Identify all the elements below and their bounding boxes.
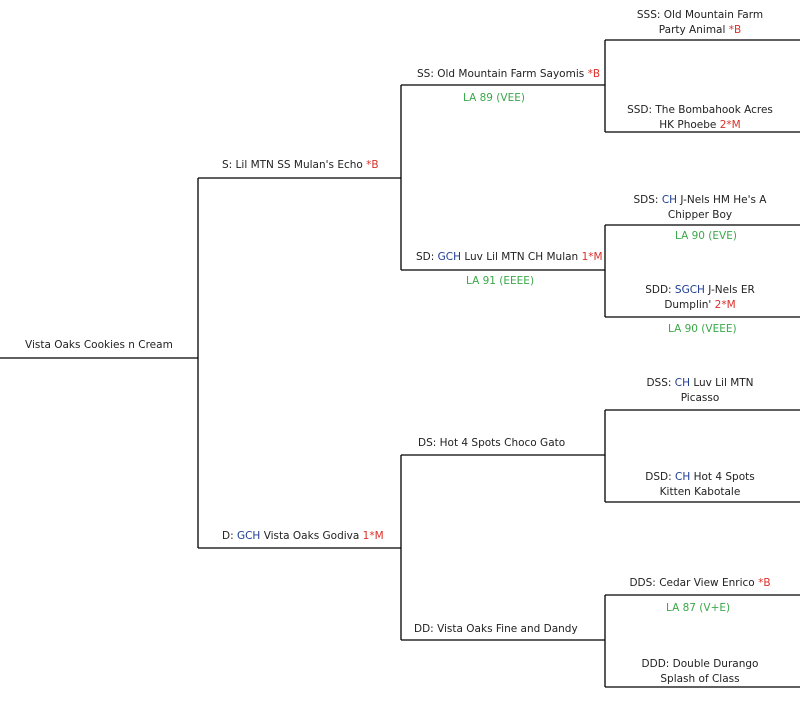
dd-prefix: DD:	[414, 623, 434, 635]
ss-prefix: SS:	[417, 68, 434, 80]
dds-line1: Cedar View Enrico	[659, 577, 755, 589]
ssd-line1: The Bombahook Acres	[655, 104, 773, 116]
sire-mark: *B	[366, 159, 379, 171]
dss-line2: Picasso	[680, 392, 720, 404]
dds-la-score: LA 87 (V+E)	[666, 602, 731, 614]
dss-title: CH	[674, 377, 690, 389]
sss-entry: SSS: Old Mountain Farm Party Animal *B	[605, 8, 795, 38]
ss-entry: SS: Old Mountain Farm Sayomis *B	[417, 67, 600, 82]
dss-prefix: DSS:	[646, 377, 672, 389]
sdd-line2: Dumplin'	[664, 299, 712, 311]
sdd-title: SGCH	[674, 284, 705, 296]
sdd-prefix: SDD:	[645, 284, 672, 296]
dam-entry: D: GCH Vista Oaks Godiva 1*M	[222, 529, 384, 544]
sds-line2: Chipper Boy	[667, 209, 733, 221]
ss-name: Old Mountain Farm Sayomis	[437, 68, 585, 80]
dam-prefix: D:	[222, 530, 234, 542]
sdd-line1: J-Nels ER	[708, 284, 755, 296]
ds-entry: DS: Hot 4 Spots Choco Gato	[418, 436, 565, 451]
ddd-line1: Double Durango	[672, 658, 759, 670]
sd-mark: 1*M	[581, 251, 603, 263]
ss-mark: *B	[587, 68, 601, 80]
root-name: Vista Oaks Cookies n Cream	[25, 339, 173, 351]
dds-prefix: DDS:	[629, 577, 656, 589]
dsd-line2: Kitten Kabotale	[659, 486, 741, 498]
dsd-line1: Hot 4 Spots	[693, 471, 755, 483]
ssd-prefix: SSD:	[627, 104, 653, 116]
ssd-entry: SSD: The Bombahook Acres HK Phoebe 2*M	[605, 103, 795, 133]
dds-mark: *B	[758, 577, 771, 589]
ssd-mark: 2*M	[719, 119, 741, 131]
sds-entry: SDS: CH J-Nels HM He's A Chipper Boy	[605, 193, 795, 223]
dsd-entry: DSD: CH Hot 4 Spots Kitten Kabotale	[605, 470, 795, 500]
sss-prefix: SSS:	[636, 9, 661, 21]
ss-la-score: LA 89 (VEE)	[463, 92, 525, 104]
sds-prefix: SDS:	[633, 194, 659, 206]
sd-entry: SD: GCH Luv Lil MTN CH Mulan 1*M	[416, 250, 603, 265]
sss-mark: *B	[728, 24, 742, 36]
dd-name: Vista Oaks Fine and Dandy	[437, 623, 578, 635]
ds-name: Hot 4 Spots Choco Gato	[439, 437, 566, 449]
ddd-entry: DDD: Double Durango Splash of Class	[605, 657, 795, 687]
dsd-prefix: DSD:	[645, 471, 672, 483]
sds-title: CH	[661, 194, 678, 206]
sss-line1: Old Mountain Farm	[663, 9, 764, 21]
sds-la-score: LA 90 (EVE)	[675, 230, 737, 242]
dam-name: Vista Oaks Godiva	[263, 530, 360, 542]
sd-prefix: SD:	[416, 251, 435, 263]
sdd-mark: 2*M	[714, 299, 736, 311]
dam-mark: 1*M	[362, 530, 384, 542]
ddd-line2: Splash of Class	[660, 673, 740, 685]
sd-title: GCH	[437, 251, 462, 263]
sdd-la-score: LA 90 (VEEE)	[668, 323, 737, 335]
ds-prefix: DS:	[418, 437, 437, 449]
dss-entry: DSS: CH Luv Lil MTN Picasso	[605, 376, 795, 406]
sire-name: Lil MTN SS Mulan's Echo	[235, 159, 363, 171]
dss-line1: Luv Lil MTN	[693, 377, 754, 389]
ddd-prefix: DDD:	[641, 658, 670, 670]
dds-entry: DDS: Cedar View Enrico *B	[605, 576, 795, 591]
ssd-line2: HK Phoebe	[659, 119, 717, 131]
dam-title: GCH	[236, 530, 261, 542]
dsd-title: CH	[675, 471, 691, 483]
sdd-entry: SDD: SGCH J-Nels ER Dumplin' 2*M	[605, 283, 795, 313]
sd-la-score: LA 91 (EEEE)	[466, 275, 535, 287]
sds-line1: J-Nels HM He's A	[680, 194, 767, 206]
dd-entry: DD: Vista Oaks Fine and Dandy	[414, 622, 578, 637]
root-animal-name: Vista Oaks Cookies n Cream	[25, 338, 173, 353]
sss-line2: Party Animal	[658, 24, 726, 36]
sd-name: Luv Lil MTN CH Mulan	[464, 251, 579, 263]
sire-prefix: S:	[222, 159, 233, 171]
sire-entry: S: Lil MTN SS Mulan's Echo *B	[222, 158, 379, 173]
